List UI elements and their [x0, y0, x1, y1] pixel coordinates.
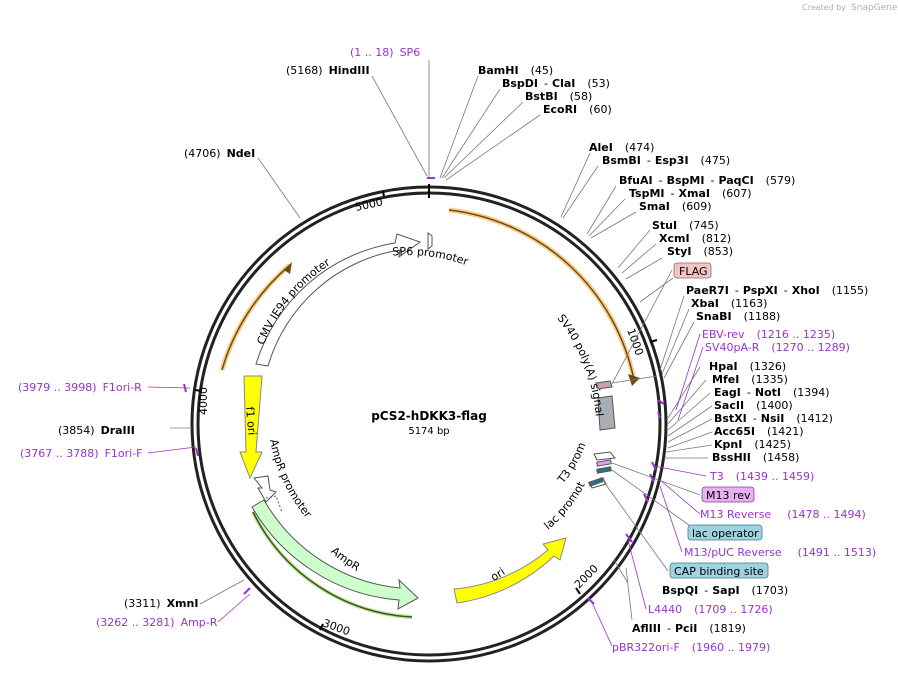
tick-5000 [382, 190, 385, 198]
tick-4000 [194, 389, 203, 392]
site-xcmi: XcmI(812) [659, 232, 731, 245]
primer-sp6: (1 .. 18)SP6 [350, 46, 420, 59]
primer-l4440: L4440(1709 .. 1726) [648, 603, 773, 616]
site-acc65i: Acc65I(1421) [714, 425, 804, 438]
sp6-promoter-arrow [427, 232, 433, 250]
site-ecori: EcoRI(60) [543, 103, 612, 116]
sv40-label: SV40 poly(A) signal [555, 312, 606, 417]
t3-promoter-feature [593, 451, 616, 461]
ampr-underline [252, 511, 413, 618]
ori-arrow [453, 537, 567, 604]
primer-m13-puc-reverse: M13/pUC Reverse(1491 .. 1513) [684, 546, 876, 559]
primer-f1ori-r: (3979 .. 3998)F1ori-R [18, 381, 142, 394]
leader-lines [170, 60, 713, 621]
ampr-promoter-arrow [253, 475, 277, 503]
orange-cds-right [448, 209, 635, 381]
cmv-promoter-arrow [255, 233, 422, 367]
site-draiii: (3854)DraIII [58, 424, 135, 437]
site-kpni: KpnI(1425) [714, 438, 791, 451]
site-styi: StyI(853) [667, 245, 733, 258]
orange-cds-left-arrowhead [284, 262, 292, 274]
site-snabi: SnaBI(1188) [696, 310, 780, 323]
site-paer7i-pspxi-xhoi: PaeR7I-PspXI-XhoI(1155) [686, 284, 868, 297]
primer-ebv-rev: EBV-rev(1216 .. 1235) [702, 328, 835, 341]
site-bstxi-nsii: BstXI-NsiI(1412) [714, 412, 833, 425]
flag-box [673, 262, 712, 279]
ori-label: ori [489, 565, 508, 583]
site-bspdi-clai: BspDI-ClaI(53) [502, 77, 610, 90]
plasmid-name: pCS2-hDKK3-flag [371, 409, 487, 423]
primer-sv40pa-r: SV40pA-R(1270 .. 1289) [705, 341, 850, 354]
site-bsshii: BssHII(1458) [712, 451, 799, 464]
cap-binding-site-box [669, 562, 769, 579]
tick-label-5000: 5000 [354, 195, 384, 214]
site-hpai: HpaI(1326) [709, 360, 786, 373]
m13-rev-feature [596, 459, 612, 467]
primer-leader-lines [147, 333, 707, 647]
primer-amp-r: (3262 .. 3281)Amp-R [96, 616, 218, 629]
flag-box-label: FLAG [679, 265, 708, 278]
site-alei: AleI(474) [589, 141, 654, 154]
primer-f1ori-f: (3767 .. 3788)F1ori-F [20, 447, 143, 460]
site-hindiii: (5168)HindIII [286, 64, 370, 77]
lac-operator-box [687, 524, 763, 541]
site-sacii: SacII(1400) [714, 399, 793, 412]
primer-m13-reverse: M13 Reverse(1478 .. 1494) [700, 508, 866, 521]
ampr-promoter-label: AmpR promoter [267, 438, 315, 521]
site-eagi-noti: EagI-NotI(1394) [714, 386, 830, 399]
f1-ori-arrow [239, 375, 263, 480]
site-stui: StuI(745) [652, 219, 719, 232]
site-bfuai-bspmi-paqci: BfuAI-BspMI-PaqCI(579) [619, 174, 795, 187]
orange-cds-left [221, 264, 291, 371]
tick-2000 [575, 587, 581, 595]
sv40-polya-feature [597, 395, 616, 431]
orange-cds-right-glow [448, 207, 637, 381]
plasmid-size: 5174 bp [408, 426, 449, 437]
site-tspmi-xmai: TspMI-XmaI(607) [629, 187, 752, 200]
primer-markers [183, 177, 665, 605]
orange-cds-right-arrowhead [628, 374, 640, 386]
m13-rev-box [701, 486, 755, 503]
site-ndei: (4706)NdeI [184, 147, 255, 160]
m13-rev-box-label: M13 rev [706, 489, 751, 502]
ampr-overlap-mark [265, 495, 283, 513]
sp6-promoter-label: SP6 promoter [392, 245, 470, 268]
site-afliii-pcii: AflIII-PciI(1819) [632, 622, 746, 635]
site-smai: SmaI(609) [639, 200, 712, 213]
credit-prefix: Created by [802, 3, 846, 12]
cap-binding-site-box-label: CAP binding site [674, 565, 764, 578]
site-bsmbi-esp3i: BsmBI-Esp3I(475) [602, 154, 730, 167]
ampr-arrow [251, 499, 419, 610]
tick-label-4000: 4000 [197, 387, 210, 415]
primer-pbr322ori-f: pBR322ori-F(1960 .. 1979) [612, 641, 770, 654]
tick-3000 [319, 623, 324, 631]
credit-brand: SnapGene [851, 3, 898, 13]
tick-1000 [649, 339, 658, 343]
site-xbai: XbaI(1163) [691, 297, 767, 310]
lac-operator-feature [596, 466, 612, 474]
flag-feature [595, 380, 613, 390]
site-bstbi: BstBI(58) [525, 90, 592, 103]
lac-operator-box-label: lac operator [692, 527, 759, 540]
site-xmni: (3311)XmnI [124, 597, 198, 610]
f1-ori-label: f1 ori [243, 406, 258, 436]
backbone-inner-ring [196, 191, 662, 657]
tick-label-2000: 2000 [572, 562, 601, 591]
site-bspqi-sapi: BspQI-SapI(1703) [662, 584, 788, 597]
site-mfei: MfeI(1335) [712, 373, 788, 386]
site-bamhi: BamHI(45) [478, 64, 553, 77]
primer-t3: T3(1439 .. 1459) [709, 470, 814, 483]
cap-site-feature [588, 477, 604, 487]
